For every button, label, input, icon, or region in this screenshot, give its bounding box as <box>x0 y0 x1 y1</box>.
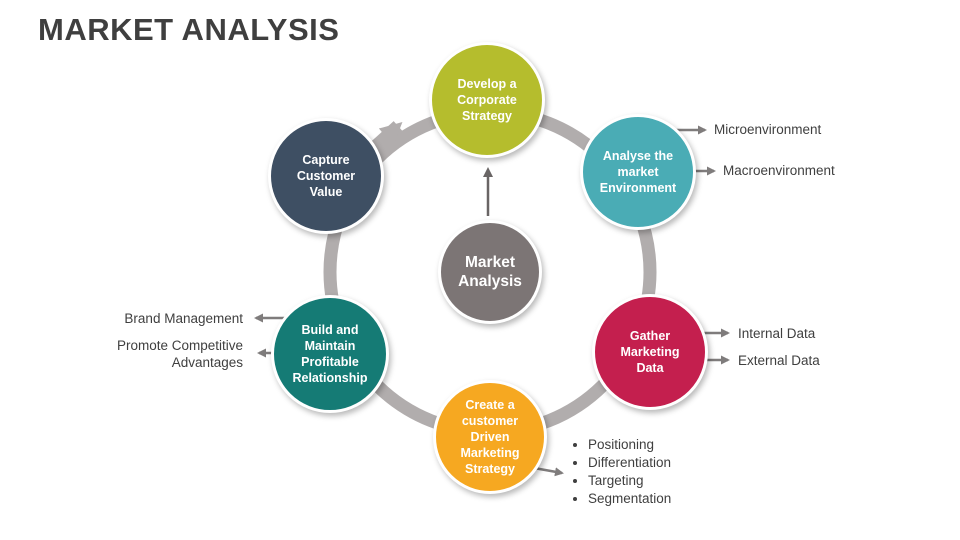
slide-title: MARKET ANALYSIS <box>38 12 340 47</box>
node-label: Build and Maintain Profitable Relationsh… <box>292 323 368 385</box>
callout-external-data: External Data <box>738 353 820 368</box>
node-label: Gather Marketing Data <box>620 329 680 375</box>
node-develop-corporate-strategy: Develop a Corporate Strategy <box>429 42 545 158</box>
callout-promote-competitive-advantages: Promote Competitive Advantages <box>116 338 243 370</box>
node-build-maintain-profitable-relationship: Build and Maintain Profitable Relationsh… <box>271 295 389 413</box>
bullet-targeting: Targeting <box>588 472 671 490</box>
node-center-market-analysis: Market Analysis <box>438 220 542 324</box>
callout-internal-data: Internal Data <box>738 326 816 341</box>
bullet-segmentation: Segmentation <box>588 490 671 508</box>
arrow-strategy-bullets <box>533 466 564 477</box>
node-label: Analyse the market Environment <box>599 149 677 195</box>
node-label: Capture Customer Value <box>296 153 356 199</box>
node-create-customer-driven-marketing-strategy: Create a customer Driven Marketing Strat… <box>433 380 547 494</box>
node-label: Create a customer Driven Marketing Strat… <box>460 398 520 476</box>
node-capture-customer-value: Capture Customer Value <box>268 118 384 234</box>
strategy-bullet-list: Positioning Differentiation Targeting Se… <box>572 436 671 508</box>
callout-brand-management: Brand Management <box>124 311 243 326</box>
node-label: Develop a Corporate Strategy <box>457 77 517 123</box>
node-analyse-market-environment: Analyse the market Environment <box>580 114 696 230</box>
bullet-differentiation: Differentiation <box>588 454 671 472</box>
node-gather-marketing-data: Gather Marketing Data <box>592 294 708 410</box>
bullet-positioning: Positioning <box>588 436 671 454</box>
callout-microenvironment: Microenvironment <box>714 122 822 137</box>
callout-macroenvironment: Macroenvironment <box>723 163 835 178</box>
center-label: Market Analysis <box>458 253 522 290</box>
